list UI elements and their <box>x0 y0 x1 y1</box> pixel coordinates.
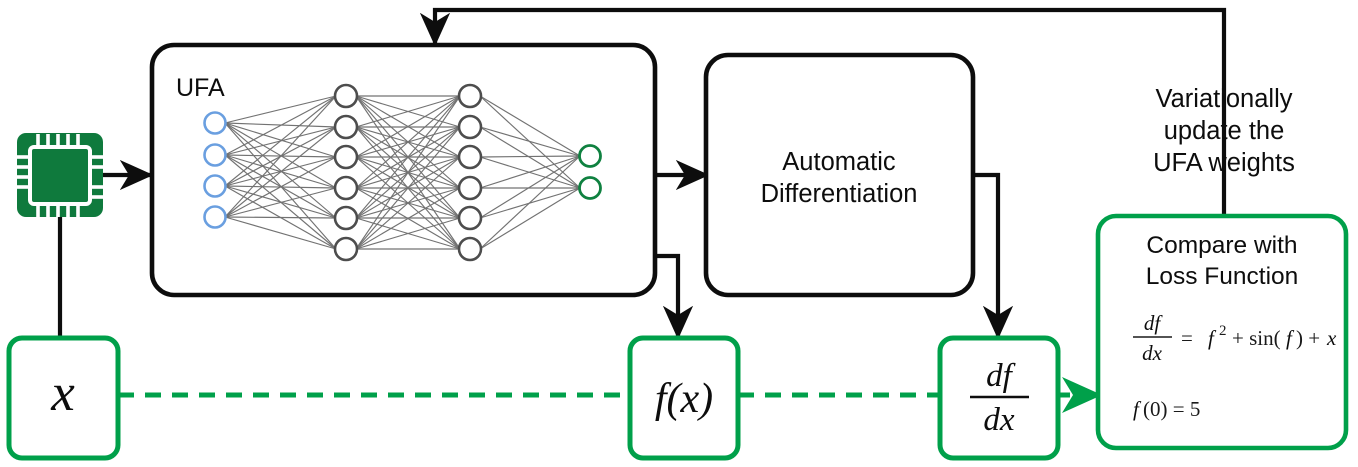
svg-text:) +: ) + <box>1296 326 1320 350</box>
loss-equation-numerator: df <box>1144 311 1164 335</box>
fx-box-label: f(x) <box>655 376 713 422</box>
feedback-label-line1: Variationally <box>1155 85 1292 113</box>
loss-equation: df dx = f 2 + sin( f ) + x <box>1133 311 1337 365</box>
dfdx-denominator: dx <box>983 402 1015 438</box>
neural-network-edges <box>224 95 581 250</box>
x-box-label: x <box>50 364 75 422</box>
loss-equation-rhs: = f 2 + sin( f ) + x <box>1181 323 1337 350</box>
svg-text:x: x <box>1326 326 1337 350</box>
ufa-label: UFA <box>176 74 225 102</box>
svg-text:f: f <box>1208 326 1217 350</box>
loss-label-line2: Loss Function <box>1146 263 1299 290</box>
loss-label-line1: Compare with <box>1146 232 1297 259</box>
autodiff-label-line1: Automatic <box>782 148 896 176</box>
svg-text:=: = <box>1181 326 1193 350</box>
fx-box[interactable] <box>627 335 741 461</box>
neural-network-hidden-nodes-layer-2 <box>457 83 483 262</box>
edge-autodiff-to-dfdx <box>973 172 1014 340</box>
autodiff-label-line2: Differentiation <box>761 180 918 208</box>
loss-function-box[interactable] <box>1095 213 1349 451</box>
edge-loss-to-ufa-feedback <box>419 7 1227 216</box>
ufa-box[interactable] <box>149 42 658 298</box>
neural-network-output-nodes <box>578 144 602 200</box>
svg-text:f: f <box>1286 326 1295 350</box>
feedback-label-line3: UFA weights <box>1153 149 1295 177</box>
svg-text:2: 2 <box>1219 323 1227 339</box>
svg-text:(0) = 5: (0) = 5 <box>1143 397 1200 421</box>
dfdx-numerator: df <box>986 358 1016 394</box>
feedback-label-line2: update the <box>1164 117 1285 145</box>
x-box[interactable] <box>6 335 121 461</box>
neural-network-input-nodes <box>203 111 227 229</box>
edge-ufa-to-fx <box>655 253 694 340</box>
dfdx-box-fraction: df dx <box>970 358 1029 438</box>
svg-text:f: f <box>1133 397 1142 421</box>
loss-equation-denominator: dx <box>1142 341 1163 365</box>
loss-initial-condition: f (0) = 5 <box>1133 397 1200 421</box>
automatic-differentiation-box[interactable] <box>703 52 976 298</box>
svg-text:+ sin(: + sin( <box>1232 326 1281 350</box>
neural-network-hidden-nodes-layer-1 <box>333 83 359 262</box>
processor-chip-icon <box>17 133 103 217</box>
